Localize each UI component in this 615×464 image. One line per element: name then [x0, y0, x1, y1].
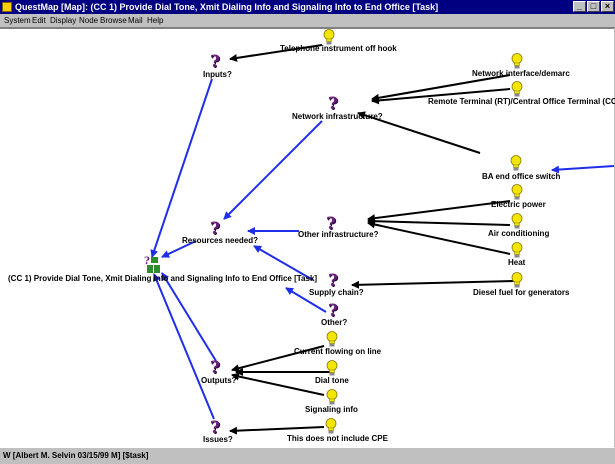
- node-current-flowing[interactable]: Current flowing on line: [294, 347, 382, 356]
- lightbulb-icon[interactable]: [511, 184, 523, 201]
- lightbulb-icon[interactable]: [326, 389, 338, 406]
- maximize-button[interactable]: □: [587, 1, 600, 12]
- node-signaling-info[interactable]: Signaling info: [305, 405, 358, 414]
- node-cpe-note[interactable]: This does not include CPE: [287, 434, 388, 443]
- node-outputs[interactable]: Outputs?: [201, 376, 237, 385]
- menu-node[interactable]: Node: [79, 16, 99, 25]
- node-other-infrastructure[interactable]: Other infrastructure?: [298, 230, 379, 239]
- node-supply-chain[interactable]: Supply chain?: [309, 288, 364, 297]
- node-ba-end-office-switch[interactable]: BA end office switch: [482, 172, 561, 181]
- lightbulb-icon[interactable]: [511, 242, 523, 259]
- question-icon[interactable]: ?: [328, 94, 338, 114]
- question-icon[interactable]: ?: [326, 214, 336, 234]
- node-inputs[interactable]: Inputs?: [203, 70, 232, 79]
- lightbulb-icon[interactable]: [511, 53, 523, 70]
- status-bar: W [Albert M. Selvin 03/15/99 M] [$task]: [0, 447, 615, 464]
- question-icon[interactable]: ?: [210, 52, 220, 72]
- window-title: QuestMap [Map]: (CC 1) Provide Dial Tone…: [15, 2, 439, 12]
- node-dial-tone[interactable]: Dial tone: [315, 376, 349, 385]
- menu-help[interactable]: Help: [147, 16, 164, 25]
- node-telephone[interactable]: Telephone instrument off hook: [280, 44, 397, 53]
- link-layer: [150, 44, 614, 435]
- lightbulb-icon[interactable]: [511, 272, 523, 289]
- node-electric-power[interactable]: Electric power: [491, 200, 546, 209]
- question-icon[interactable]: ?: [210, 418, 220, 438]
- node-issues[interactable]: Issues?: [203, 435, 233, 444]
- question-icon[interactable]: ?: [210, 358, 220, 378]
- node-air-conditioning[interactable]: Air conditioning: [488, 229, 550, 238]
- node-resources-needed[interactable]: Resources needed?: [182, 236, 259, 245]
- root-task-label[interactable]: (CC 1) Provide Dial Tone, Xmit Dialing I…: [8, 274, 318, 283]
- minimize-button[interactable]: _: [573, 1, 586, 12]
- status-text: W [Albert M. Selvin 03/15/99 M] [$task]: [3, 451, 149, 460]
- node-other[interactable]: Other?: [321, 318, 348, 327]
- menu-mail[interactable]: Mail: [128, 16, 143, 25]
- menu-bar: System Edit Display Node Browse Mail Hel…: [0, 14, 615, 28]
- close-button[interactable]: ×: [601, 1, 614, 12]
- node-heat[interactable]: Heat: [508, 258, 526, 267]
- lightbulb-icon[interactable]: [510, 155, 522, 172]
- menu-display[interactable]: Display: [50, 16, 77, 25]
- map-canvas[interactable]: ? (CC 1) Provide Dial Tone, Xmit Dialing…: [0, 28, 615, 448]
- lightbulb-icon[interactable]: [326, 360, 338, 377]
- node-remote-terminal[interactable]: Remote Terminal (RT)/Central Office Term…: [428, 97, 615, 106]
- app-icon: [2, 2, 12, 12]
- node-network-infrastructure[interactable]: Network infrastructure?: [292, 112, 383, 121]
- question-icon[interactable]: ?: [328, 271, 338, 291]
- task-map-icon[interactable]: ?: [144, 257, 160, 275]
- lightbulb-icon[interactable]: [511, 213, 523, 230]
- question-icon[interactable]: ?: [328, 301, 338, 321]
- menu-system[interactable]: System: [4, 16, 31, 25]
- black-links: [229, 44, 515, 435]
- lightbulb-icon[interactable]: [325, 418, 337, 435]
- title-bar: QuestMap [Map]: (CC 1) Provide Dial Tone…: [0, 0, 615, 14]
- question-icon[interactable]: ?: [210, 219, 220, 239]
- node-demarc[interactable]: Network interface/demarc: [472, 69, 570, 78]
- blue-links: [150, 78, 614, 420]
- menu-edit[interactable]: Edit: [32, 16, 46, 25]
- lightbulb-icon[interactable]: [511, 81, 523, 98]
- lightbulb-icon[interactable]: [323, 29, 335, 46]
- node-diesel-fuel[interactable]: Diesel fuel for generators: [473, 288, 570, 297]
- menu-browse[interactable]: Browse: [100, 16, 127, 25]
- lightbulb-icon[interactable]: [326, 331, 338, 348]
